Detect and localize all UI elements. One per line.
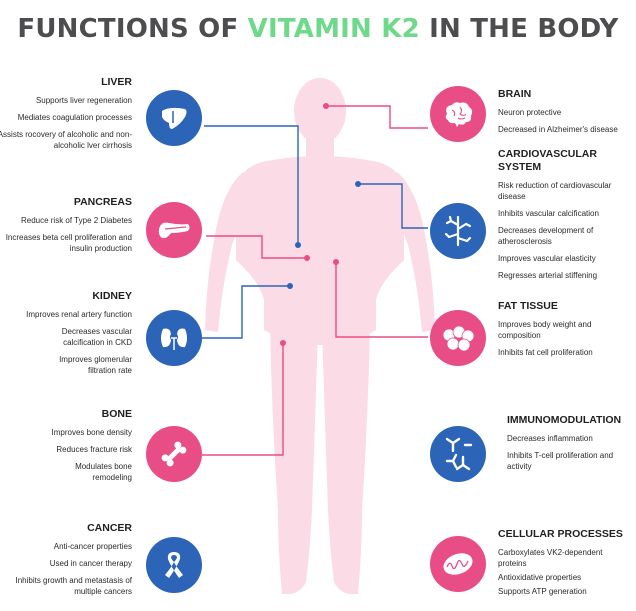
cardio-circle bbox=[430, 203, 486, 259]
kidney-heading: KIDNEY bbox=[92, 290, 132, 302]
liver-circle bbox=[146, 90, 202, 146]
fat-item: Inhibits fat cell proliferation bbox=[498, 348, 593, 357]
cancer-item: Inhibits growth and metastasis of multip… bbox=[15, 576, 132, 596]
brain-connector bbox=[326, 105, 428, 129]
liver-item: Assists rocovery of alcoholic and non-al… bbox=[0, 130, 132, 150]
brain-circle bbox=[430, 86, 486, 142]
pancreas-icon bbox=[158, 222, 190, 239]
immuno-heading: IMMUNOMODULATION bbox=[507, 414, 622, 426]
fat-heading: FAT TISSUE bbox=[498, 300, 558, 312]
cellular-item: Supports ATP generation bbox=[498, 587, 587, 596]
fat-item: Improves body weight and composition bbox=[498, 320, 592, 340]
body-silhouette bbox=[205, 78, 435, 594]
cellular-circle bbox=[430, 536, 486, 592]
brain-icon bbox=[445, 102, 473, 127]
cardio-heading: CARDIOVASCULAR SYSTEM bbox=[498, 148, 597, 173]
cardio-connector bbox=[358, 183, 428, 229]
cardio-block: CARDIOVASCULAR SYSTEM Risk reduction of … bbox=[498, 148, 626, 281]
title-text-end: IN THE BODY bbox=[419, 14, 619, 44]
immuno-item: Inhibits T-cell proliferation and activi… bbox=[507, 451, 614, 471]
cellular-block: CELLULAR PROCESSES Carboxylates VK2-depe… bbox=[498, 528, 630, 597]
pancreas-block: PANCREAS Reduce risk of Type 2 Diabetes … bbox=[0, 196, 132, 254]
kidney-block: KIDNEY Improves renal artery function De… bbox=[0, 290, 132, 376]
kidney-circle bbox=[146, 310, 202, 366]
immuno-circle bbox=[430, 426, 486, 482]
cardio-item: Regresses arterial stiffening bbox=[498, 271, 598, 280]
cancer-item: Used in cancer therapy bbox=[49, 559, 132, 568]
liver-item: Supports liver regeneration bbox=[35, 96, 132, 105]
fat-cells-icon bbox=[442, 325, 475, 352]
brain-item: Neuron protective bbox=[498, 108, 562, 117]
fat-connector bbox=[335, 262, 428, 338]
liver-icon bbox=[162, 107, 187, 129]
pancreas-heading: PANCREAS bbox=[73, 196, 132, 208]
pancreas-circle bbox=[146, 202, 202, 258]
liver-connector bbox=[204, 125, 299, 244]
page-title: FUNCTIONS OF VITAMIN K2 IN THE BODY bbox=[0, 14, 636, 44]
bone-item: Reduces fracture risk bbox=[56, 445, 132, 454]
immuno-block: IMMUNOMODULATION Decreases inflammation … bbox=[507, 414, 631, 472]
cellular-heading: CELLULAR PROCESSES bbox=[498, 528, 623, 540]
brain-item: Decreased in Alzheimer's disease bbox=[498, 125, 618, 134]
pancreas-connector bbox=[206, 235, 306, 259]
cancer-item: Anti-cancer properties bbox=[53, 542, 132, 551]
connector-dots bbox=[280, 103, 361, 346]
fat-block: FAT TISSUE Improves body weight and comp… bbox=[498, 300, 628, 358]
cardio-item: Inhibits vascular calcification bbox=[498, 209, 599, 218]
title-text: FUNCTIONS OF bbox=[17, 14, 248, 44]
liver-heading: LIVER bbox=[101, 76, 132, 88]
ribbon-icon bbox=[165, 552, 183, 578]
immuno-item: Decreases inflammation bbox=[507, 434, 593, 443]
cardio-item: Decreases development of atherosclerosis bbox=[498, 226, 594, 246]
cancer-heading: CANCER bbox=[87, 522, 132, 534]
bone-icon bbox=[161, 441, 187, 467]
cancer-block: CANCER Anti-cancer properties Used in ca… bbox=[0, 522, 132, 597]
liver-block: LIVER Supports liver regeneration Mediat… bbox=[0, 76, 132, 151]
cardio-item: Improves vascular elasticity bbox=[498, 254, 596, 263]
connector-lines bbox=[202, 105, 428, 456]
cancer-circle bbox=[146, 537, 202, 593]
liver-item: Mediates coagulation processes bbox=[17, 113, 132, 122]
antibody-icon bbox=[445, 437, 473, 471]
kidney-item: Improves glomerular filtration rate bbox=[59, 355, 132, 375]
fat-circle bbox=[430, 310, 486, 366]
cardio-item: Risk reduction of cardiovascular disease bbox=[498, 181, 612, 201]
kidney-item: Improves renal artery function bbox=[26, 310, 132, 319]
cellular-item: Antioxidative properties bbox=[498, 573, 582, 582]
bone-block: BONE Improves bone density Reduces fract… bbox=[0, 408, 133, 483]
bone-item: Modulates bone remodeling bbox=[75, 462, 132, 482]
title-accent: VITAMIN K2 bbox=[247, 14, 420, 44]
brain-block: BRAIN Neuron protective Decreased in Alz… bbox=[498, 88, 628, 135]
brain-heading: BRAIN bbox=[498, 88, 532, 100]
pancreas-item: Reduce risk of Type 2 Diabetes bbox=[20, 216, 132, 225]
bone-item: Improves bone density bbox=[51, 428, 133, 437]
bone-connector bbox=[202, 343, 284, 456]
kidney-icon bbox=[161, 328, 187, 350]
blood-vessel-icon bbox=[444, 215, 472, 247]
pancreas-item: Increases beta cell proliferation and in… bbox=[5, 233, 132, 253]
cellular-item: Carboxylates VK2-dependent proteins bbox=[498, 548, 603, 568]
bone-heading: BONE bbox=[101, 408, 132, 420]
bone-circle bbox=[146, 426, 202, 482]
mitochondria-icon bbox=[443, 553, 473, 575]
kidney-connector bbox=[202, 285, 290, 339]
kidney-item: Decreases vascular calcification in CKD bbox=[61, 327, 132, 347]
